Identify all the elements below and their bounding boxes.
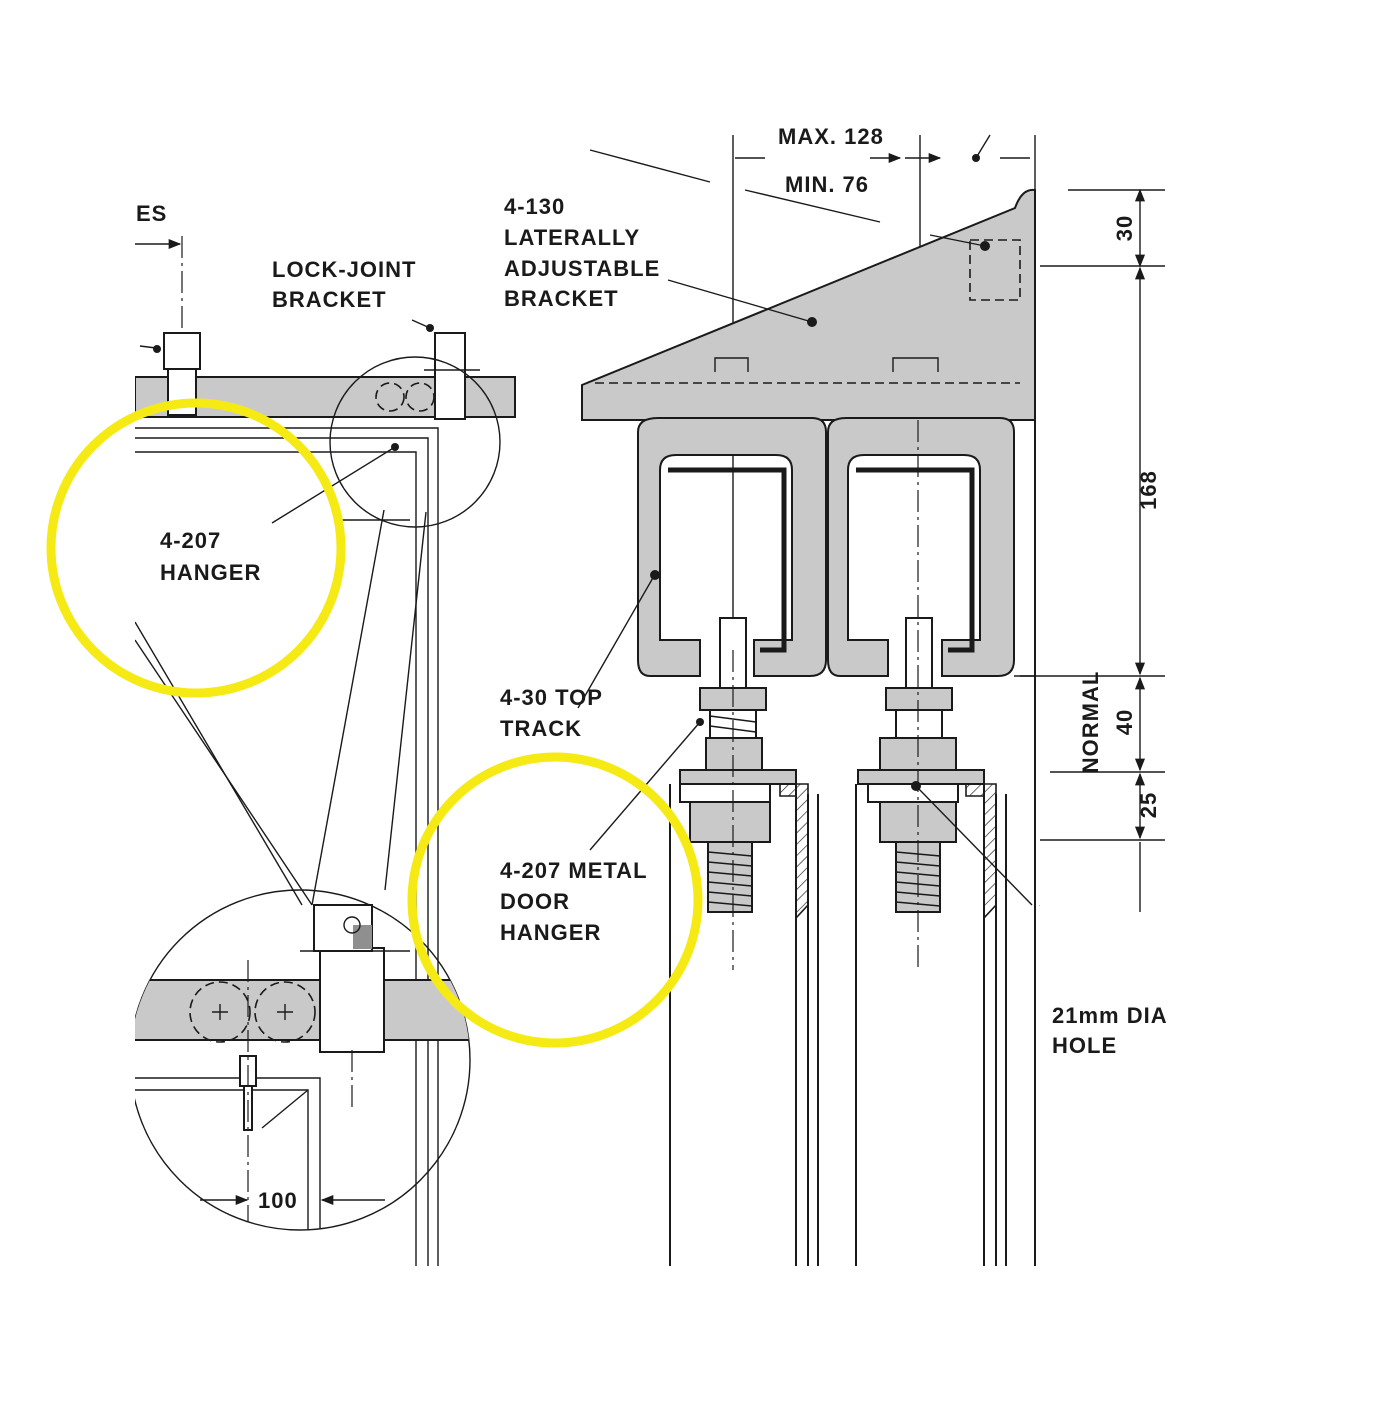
zoom-frame-outer [135, 1077, 321, 1230]
hanger-leader [271, 446, 396, 524]
door-frame-outer [135, 427, 439, 1266]
drawing-area [135, 134, 1085, 1266]
label-normal: NORMAL [1078, 671, 1103, 774]
zoom-bracket-shade [353, 925, 372, 949]
vertical-dimensions [1020, 188, 1165, 912]
zoom-circle [135, 889, 471, 1231]
left-hanger-block [163, 332, 201, 370]
zoom-wheel-centres [212, 1004, 293, 1020]
dim-30: 30 [1112, 215, 1137, 241]
door-left [669, 783, 819, 1266]
bracket-bolt-leader [929, 234, 986, 247]
bracket-leader-dot [807, 317, 817, 327]
label-hanger-line2: HANGER [160, 560, 261, 585]
dim-100: 100 [258, 1188, 298, 1213]
zoom-wheel-1 [189, 981, 251, 1043]
bracket-slot-hidden [969, 239, 1021, 301]
diagonal-line-2 [135, 621, 303, 906]
bracket-bolt-heads [714, 357, 939, 372]
top-track-profile [637, 417, 1035, 677]
highlight-circle-metal-hanger [407, 752, 703, 1048]
bracket-leader [667, 279, 813, 323]
zoom-track-beam [135, 979, 470, 1041]
hanger-assembly-left [679, 617, 797, 913]
bracket-wall-hidden [1040, 242, 1085, 287]
zoom-lower-diagonal [135, 1235, 170, 1266]
label-metal-hanger-line2: DOOR [500, 889, 570, 914]
zoom-frame-inner [135, 1089, 309, 1230]
text-labels: ES LOCK-JOINT BRACKET 4-207 HANGER MAX. … [136, 124, 1168, 1213]
left-leader-dot [153, 345, 161, 353]
hole-leader [915, 785, 1033, 906]
label-metal-hanger-line1: 4-207 METAL [500, 858, 648, 883]
zoom-detail [135, 889, 471, 1266]
laterally-adjustable-bracket-shape [581, 188, 1036, 421]
left-wheel-1 [375, 382, 405, 412]
zoom-bracket-bolt-hole [343, 916, 361, 934]
dim-168: 168 [1136, 470, 1161, 510]
top-track-leader-dot [650, 570, 660, 580]
label-lock-joint-line1: LOCK-JOINT [272, 257, 416, 282]
hanger-leader-dot [391, 443, 399, 451]
left-wheel-2 [405, 382, 435, 412]
label-es-fragment: ES [136, 201, 167, 226]
lock-joint-leader-dot [426, 324, 434, 332]
label-hole-line1: 21mm DIA [1052, 1003, 1168, 1028]
label-top-track-line1: 4-30 TOP [500, 685, 603, 710]
zoom-wheel-2 [254, 981, 316, 1043]
top-leader-1 [589, 149, 711, 183]
dim-25: 25 [1136, 792, 1161, 818]
right-section [577, 134, 1085, 1266]
label-metal-hanger-line3: HANGER [500, 920, 601, 945]
zoom-hanger-block [319, 947, 385, 1053]
top-track-leader [577, 575, 655, 709]
label-hanger-line1: 4-207 [160, 528, 221, 553]
label-hole-line2: HOLE [1052, 1033, 1117, 1058]
label-bracket-line2: LATERALLY [504, 225, 640, 250]
dim-40: 40 [1112, 709, 1137, 735]
hole-leader-lower [1039, 905, 1040, 907]
max-dim-leader [975, 134, 991, 159]
label-top-track-line2: TRACK [500, 716, 582, 741]
label-bracket-line1: 4-130 [504, 194, 565, 219]
door-right [855, 190, 1036, 1266]
zoom-frame-mitre [261, 1089, 309, 1129]
label-lock-joint-line2: BRACKET [272, 287, 387, 312]
diagonal-line-3 [311, 509, 385, 906]
top-leader-2 [744, 189, 881, 223]
diagonal-line-4 [384, 511, 427, 891]
highlight-circle-hanger [46, 398, 346, 698]
lock-joint-bracket-shape [434, 332, 466, 420]
label-min: MIN. 76 [785, 172, 869, 197]
label-bracket-line4: BRACKET [504, 286, 619, 311]
left-elevation [135, 236, 516, 1266]
label-max-fragment: MAX. 128 [778, 124, 884, 149]
detail-circle [329, 356, 501, 528]
label-bracket-line3: ADJUSTABLE [504, 256, 660, 281]
